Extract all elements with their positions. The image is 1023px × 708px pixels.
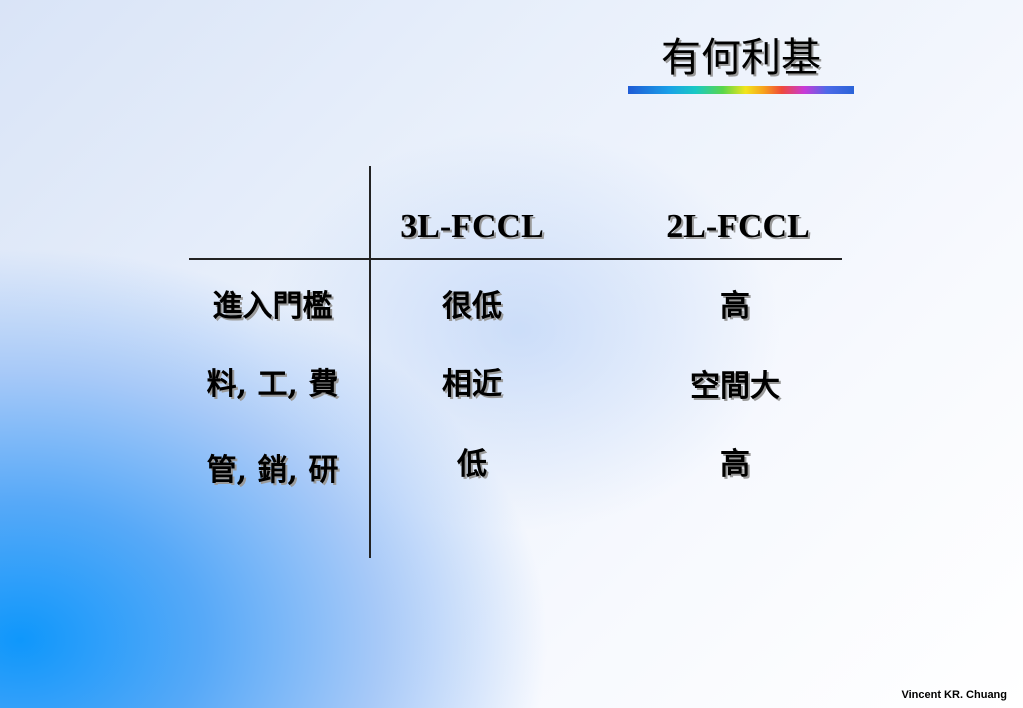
cell-3l-admin-sales-rd: 低 <box>457 447 487 482</box>
row-label-entry-barrier: 進入門檻 <box>212 289 333 324</box>
cell-2l-admin-sales-rd: 高 <box>720 447 750 482</box>
row-label-admin-sales-rd: 管, 銷, 研 <box>206 453 339 488</box>
column-header-2l-fccl: 2L-FCCL <box>666 208 810 245</box>
slide-title: 有何利基 <box>661 35 821 81</box>
row-label-material-labor-cost: 料, 工, 費 <box>206 367 339 402</box>
table-horizontal-divider <box>189 258 842 260</box>
column-header-3l-fccl: 3L-FCCL <box>400 208 544 245</box>
cell-2l-material-labor-cost: 空間大 <box>690 369 780 404</box>
footer-author: Vincent KR. Chuang <box>901 689 1007 701</box>
title-underline-bar <box>628 86 854 94</box>
table-vertical-divider <box>369 166 371 558</box>
cell-3l-entry-barrier: 很低 <box>442 289 502 324</box>
cell-3l-material-labor-cost: 相近 <box>442 367 502 402</box>
cell-2l-entry-barrier: 高 <box>720 289 750 324</box>
